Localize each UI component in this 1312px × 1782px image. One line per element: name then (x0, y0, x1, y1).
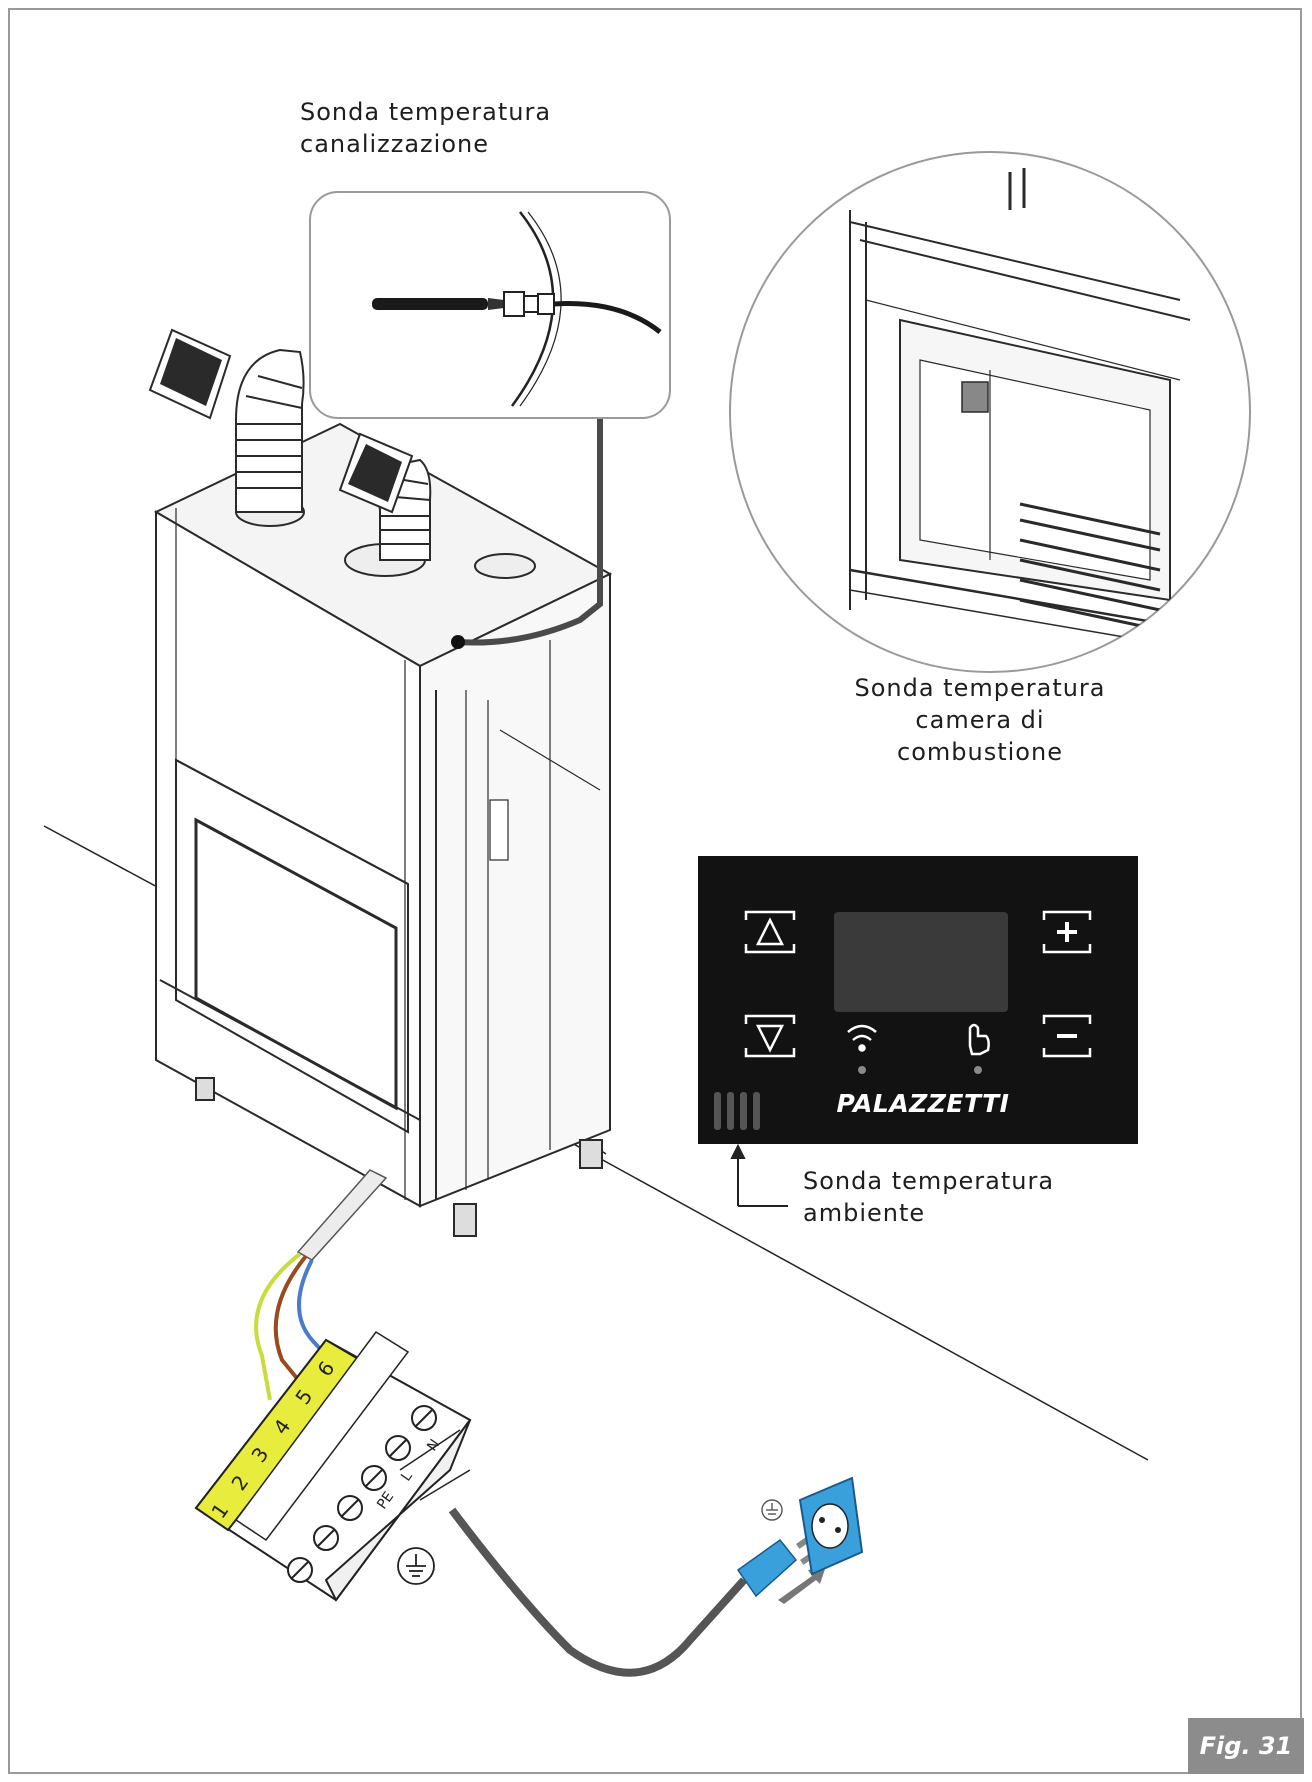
vent-grille-right-icon (338, 432, 414, 514)
room-sensor-vents-icon (714, 1092, 760, 1130)
duct-probe-callout (309, 191, 671, 419)
floor-line-right (569, 1141, 1149, 1461)
control-panel (698, 856, 1138, 1144)
wifi-led (858, 1066, 866, 1074)
figure-number: Fig. 31 (1188, 1718, 1304, 1774)
hand-pointer-icon (968, 1023, 990, 1056)
power-cord (448, 1507, 747, 1677)
room-probe-arrow (730, 1143, 788, 1207)
page-frame (8, 8, 1302, 1774)
chamber-probe-bracket (961, 381, 989, 413)
terminal-block (194, 1330, 472, 1602)
wall-socket-icon (798, 1476, 864, 1576)
probe-sensor-icon (372, 298, 488, 310)
duct-probe-point (451, 635, 465, 649)
insert-arrow-icon (778, 1566, 826, 1604)
down-triangle-icon (744, 1014, 796, 1058)
hand-led (974, 1066, 982, 1074)
power-cable-sheath (296, 1169, 388, 1261)
ground-symbol-icon (397, 1547, 435, 1585)
up-triangle-icon (744, 910, 796, 954)
socket-ground-symbol-icon (761, 1499, 783, 1521)
chamber-probe-label: Sonda temperatura camera di combustione (854, 674, 1106, 766)
room-probe-label: Sonda temperatura ambiente (803, 1167, 1055, 1227)
flexible-duct-left (235, 348, 305, 513)
wifi-icon (847, 1024, 877, 1052)
wire-green-yellow (254, 1252, 302, 1401)
panel-display (834, 912, 1008, 1012)
panel-brand-logo: PALAZZETTI (836, 1089, 1010, 1118)
combustion-chamber-magnifier (729, 151, 1251, 673)
wire-blue (297, 1259, 334, 1364)
plus-icon (1042, 910, 1092, 954)
wire-brown (273, 1254, 308, 1384)
vent-grille-left-icon (148, 328, 232, 420)
duct-probe-cable (457, 418, 603, 646)
minus-icon (1042, 1014, 1092, 1058)
duct-probe-label: Sonda temperatura canalizzazione (300, 98, 552, 158)
